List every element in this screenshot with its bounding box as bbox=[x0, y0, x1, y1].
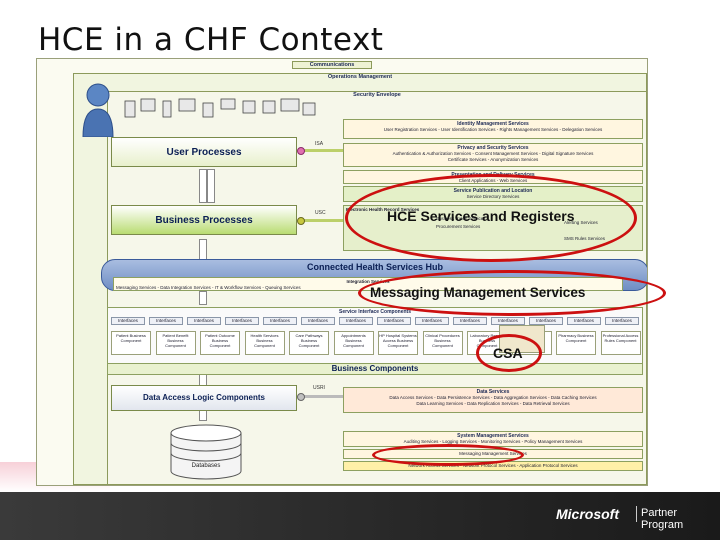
service-interface-box: Service Interface Components bbox=[107, 307, 643, 367]
usc-connector bbox=[299, 219, 343, 222]
usri-connector bbox=[299, 395, 343, 398]
system-management-text: Auditing Services - Logging Services - M… bbox=[403, 439, 583, 445]
interface-node: Interfaces bbox=[415, 317, 449, 325]
interface-row: Interfaces Interfaces Interfaces Interfaces… bbox=[111, 317, 641, 327]
usri-tag: USRI bbox=[313, 385, 325, 391]
interface-node: Interfaces bbox=[453, 317, 487, 325]
identity-services-box: Identity Management Services User Regist… bbox=[343, 119, 643, 139]
messaging-highlight-ring bbox=[358, 270, 666, 316]
arrow-business-hub bbox=[199, 239, 207, 261]
interface-node: Interfaces bbox=[377, 317, 411, 325]
hce-callout: HCE Services and Registers bbox=[387, 208, 575, 224]
databases-label: Databases bbox=[191, 463, 221, 469]
hce-highlight-ring bbox=[345, 174, 637, 262]
slide-title: HCE in a CHF Context bbox=[38, 22, 384, 58]
footer-divider bbox=[636, 506, 637, 522]
user-processes-box: User Processes bbox=[111, 137, 297, 167]
system-management-box: System Management Services Auditing Serv… bbox=[343, 431, 643, 447]
usri-node-icon bbox=[297, 393, 305, 401]
partner-program-label: Partner Program bbox=[641, 507, 684, 531]
integration-text: Messaging Services - Data Integration Se… bbox=[116, 284, 301, 290]
microsoft-logo: Microsoft bbox=[556, 506, 619, 522]
footer-bar: Microsoft Partner Program bbox=[0, 492, 720, 540]
usc-tag: USC bbox=[315, 210, 326, 216]
csa-callout: CSA bbox=[493, 345, 523, 361]
identity-text: User Registration Services - User Identi… bbox=[383, 127, 603, 133]
interface-node: Interfaces bbox=[605, 317, 639, 325]
interface-node: Interfaces bbox=[187, 317, 221, 325]
interface-node: Interfaces bbox=[263, 317, 297, 325]
user-icon bbox=[82, 83, 114, 137]
privacy-services-box: Privacy and Security Services Authentica… bbox=[343, 143, 643, 167]
privacy-text-2: Certificate Services - Anonymization Ser… bbox=[447, 156, 539, 162]
database-icon bbox=[170, 424, 242, 480]
system-management-title: System Management Services bbox=[457, 433, 529, 439]
identity-title: Identity Management Services bbox=[457, 121, 529, 127]
privacy-text: Authentication & Authorization Services … bbox=[392, 151, 594, 157]
data-access-box: Data Access Logic Components bbox=[111, 385, 297, 411]
isa-node-icon bbox=[297, 147, 305, 155]
usc-node-icon bbox=[297, 217, 305, 225]
isa-tag: ISA bbox=[315, 141, 324, 147]
interface-node: Interfaces bbox=[339, 317, 373, 325]
service-interface-title: Service Interface Components bbox=[339, 309, 411, 315]
data-services-box: Data Services Data Access Services - Dat… bbox=[343, 387, 643, 413]
business-components-label: Business Components bbox=[107, 363, 643, 375]
interface-node: Interfaces bbox=[111, 317, 145, 325]
integration-title: Integration Services bbox=[346, 279, 390, 284]
security-envelope-label: Security Envelope bbox=[353, 92, 401, 98]
interface-node: Interfaces bbox=[149, 317, 183, 325]
operations-management-label: Operations Management bbox=[327, 74, 393, 80]
isa-connector bbox=[299, 149, 343, 152]
data-services-text-2: Data Learning Services - Data Replicatio… bbox=[416, 400, 570, 406]
privacy-title: Privacy and Security Services bbox=[457, 145, 529, 151]
data-services-text: Data Access Services - Data Persistence … bbox=[389, 395, 597, 401]
hub-label: Connected Health Services Hub bbox=[306, 262, 444, 272]
interface-node: Interfaces bbox=[491, 317, 525, 325]
arrow-up-icon bbox=[207, 169, 215, 203]
csa-highlight-ring bbox=[476, 334, 542, 372]
devices-icon bbox=[124, 98, 316, 118]
communications-band: Communications bbox=[292, 61, 372, 69]
interface-node: Interfaces bbox=[529, 317, 563, 325]
business-processes-box: Business Processes bbox=[111, 205, 297, 235]
messaging-callout: Messaging Management Services bbox=[370, 285, 586, 300]
data-services-title: Data Services bbox=[476, 389, 510, 395]
messaging-bottom-ring bbox=[372, 444, 524, 466]
arrow-user-business bbox=[199, 169, 207, 203]
arrow-hub-interface bbox=[199, 291, 207, 305]
interface-node: Interfaces bbox=[567, 317, 601, 325]
interface-node: Interfaces bbox=[225, 317, 259, 325]
interface-node: Interfaces bbox=[301, 317, 335, 325]
